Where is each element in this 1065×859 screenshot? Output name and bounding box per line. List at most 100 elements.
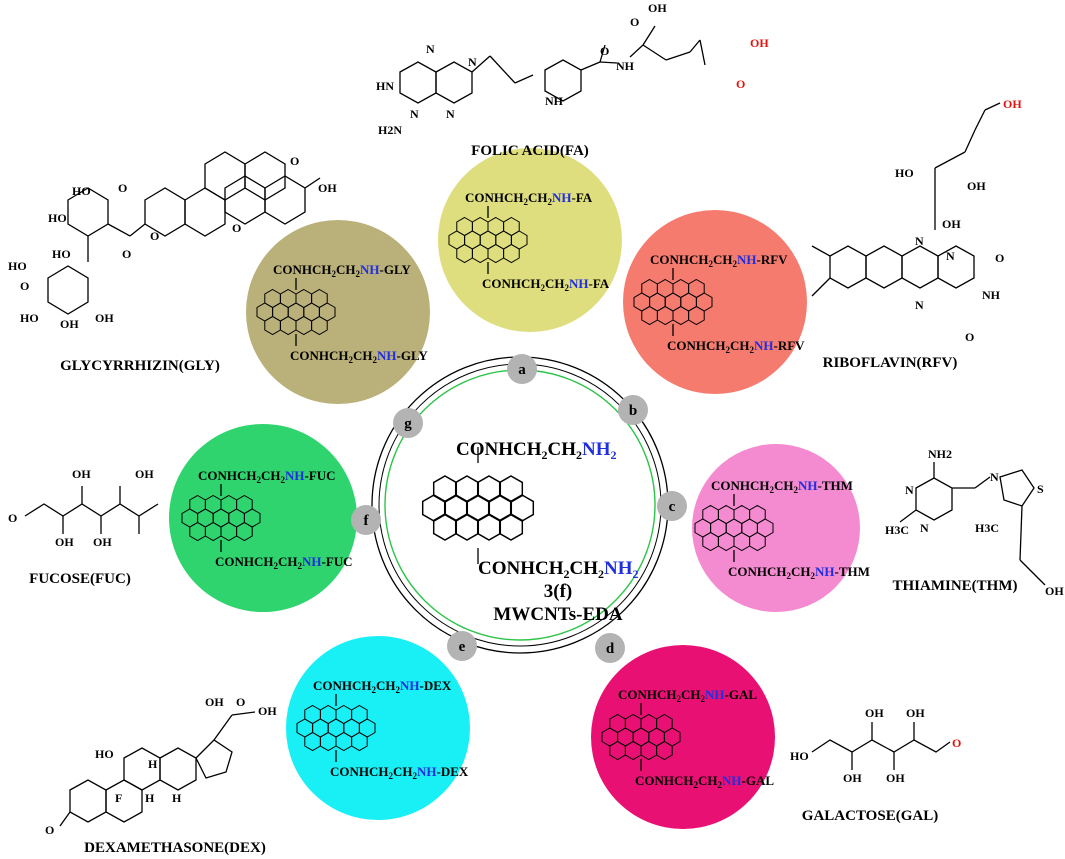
central-hub: CONHCH2CH2NH2 CONHCH2CH2NH2 3(f) MWCNTs-…	[371, 356, 669, 654]
formula-bottom-e: CONHCH2CH2NH-DEX	[330, 764, 469, 781]
thm-atom-7: H3C	[975, 521, 999, 535]
gal-atom-5: OH	[886, 771, 905, 785]
formula-bottom-g: CONHCH2CH2NH-GLY	[290, 348, 428, 365]
badge-letter-g: g	[404, 416, 412, 432]
compound-name: MWCNTs-EDA	[493, 604, 622, 625]
gly-atom-3: OH	[318, 181, 337, 195]
satellite-gal: CONHCH2CH2NH-GAL CONHCH2CH2NH-GAL	[591, 645, 775, 829]
name-fucose: FUCOSE(FUC)	[29, 571, 131, 587]
formula-bottom-c: CONHCH2CH2NH-THM	[728, 564, 870, 581]
fa-atom-8: N	[468, 55, 477, 69]
compound-number: 3(f)	[544, 581, 572, 602]
glycyrrhizin-structure: HO O OH HO O HO O HO O HO OH OH O O	[8, 151, 337, 331]
badge-circle-a	[507, 354, 537, 384]
rfv-atom-1: OH	[1003, 97, 1022, 111]
badge-letter-a: a	[518, 362, 526, 378]
fa-atom-1: OH	[648, 1, 667, 15]
name-riboflavin: RIBOFLAVIN(RFV)	[823, 355, 958, 371]
satellite-disc-b	[623, 210, 807, 394]
badge-e: e	[447, 631, 477, 661]
gly-atom-6: HO	[52, 247, 71, 261]
gly-atom-1: HO	[72, 184, 91, 198]
rfv-atom-5: N	[915, 234, 924, 248]
name-folic-acid: FOLIC ACID(FA)	[471, 143, 589, 159]
formula-top-c: CONHCH2CH2NH-THM	[711, 478, 853, 495]
gal-atom-6: O	[952, 736, 961, 750]
fuc-atom-1: OH	[72, 467, 91, 481]
fa-atom-10: H2N	[378, 123, 402, 137]
satellite-disc-g	[246, 220, 430, 404]
fuc-atom-4: OH	[55, 535, 74, 549]
dex-atom-1: HO	[95, 747, 114, 761]
dexamethasone-structure: HO O OH OH H F H H O	[45, 695, 277, 837]
badge-circle-d	[595, 633, 625, 663]
fa-atom-13: NH	[545, 94, 564, 108]
satellite-disc-d	[591, 645, 775, 829]
rfv-atom-10: O	[965, 330, 974, 344]
fucose-structure: OH OH O OH OH	[8, 467, 159, 549]
formula-bottom-d: CONHCH2CH2NH-GAL	[635, 773, 774, 790]
gal-atom-1: OH	[865, 706, 884, 720]
fa-atom-2: O	[630, 15, 639, 29]
dex-atom-2: O	[236, 695, 245, 709]
dex-atom-3: OH	[205, 695, 224, 709]
gly-atom-13: O	[232, 221, 241, 235]
thm-atom-5: N	[990, 470, 999, 484]
molecule-names: FOLIC ACID(FA) RIBOFLAVIN(RFV) THIAMINE(…	[29, 143, 1017, 856]
satellite-disc-c	[692, 444, 860, 612]
gal-atom-2: OH	[906, 706, 925, 720]
satellite-disc-e	[286, 636, 470, 820]
badge-letter-b: b	[629, 403, 637, 419]
center-top-formula: CONHCH2CH2NH2	[456, 439, 617, 462]
gly-atom-9: O	[20, 279, 29, 293]
formula-top-b: CONHCH2CH2NH-RFV	[650, 252, 788, 269]
dex-atom-4: OH	[258, 704, 277, 718]
fa-atom-9: N	[410, 107, 419, 121]
name-galactose: GALACTOSE(GAL)	[802, 808, 938, 824]
riboflavin-structure: OH HO OH OH N N O NH N O	[811, 97, 1022, 344]
rfv-atom-6: N	[946, 249, 955, 263]
rfv-atom-4: OH	[942, 217, 961, 231]
gly-atom-10: HO	[20, 311, 39, 325]
fa-atom-5: O	[600, 44, 609, 58]
badge-circle-f	[351, 505, 381, 535]
thm-atom-6: S	[1037, 482, 1044, 496]
badge-circle-e	[447, 631, 477, 661]
fa-atom-7: HN	[376, 79, 394, 93]
fuc-atom-5: OH	[93, 535, 112, 549]
formula-top-d: CONHCH2CH2NH-GAL	[618, 687, 757, 704]
badge-g: g	[393, 408, 423, 438]
ligand-satellites: CONHCH2CH2NH-FACONHCH2CH2NH-FACONHCH2CH2…	[169, 148, 870, 829]
gal-atom-4: OH	[843, 771, 862, 785]
gly-atom-7: O	[122, 247, 131, 261]
rfv-atom-2: HO	[895, 166, 914, 180]
thm-atom-3: N	[920, 521, 929, 535]
badge-a: a	[507, 354, 537, 384]
fa-atom-4: NH	[616, 59, 635, 73]
formula-bottom-f: CONHCH2CH2NH-FUC	[215, 554, 353, 571]
gly-atom-4: HO	[48, 211, 67, 225]
badge-letter-f: f	[364, 513, 370, 529]
rfv-atom-9: N	[915, 298, 924, 312]
gly-atom-2: O	[118, 181, 127, 195]
badge-c: c	[657, 491, 687, 521]
satellite-thm: CONHCH2CH2NH-THM CONHCH2CH2NH-THM	[692, 444, 870, 612]
dex-atom-6: F	[115, 791, 122, 805]
gly-atom-12: OH	[95, 311, 114, 325]
thm-atom-1: NH2	[928, 447, 952, 461]
formula-top-g: CONHCH2CH2NH-GLY	[273, 262, 411, 279]
gly-atom-11: OH	[60, 317, 79, 331]
fuc-atom-2: OH	[135, 467, 154, 481]
thiamine-structure: NH2 N N H3C N S H3C OH	[885, 447, 1064, 598]
badge-circle-g	[393, 408, 423, 438]
satellite-disc-a	[438, 148, 622, 332]
fa-atom-3: OH	[750, 36, 769, 50]
central-nanotube-sheet	[422, 447, 534, 564]
gly-atom-5: O	[290, 154, 299, 168]
center-bottom-formula: CONHCH2CH2NH2	[478, 558, 639, 581]
